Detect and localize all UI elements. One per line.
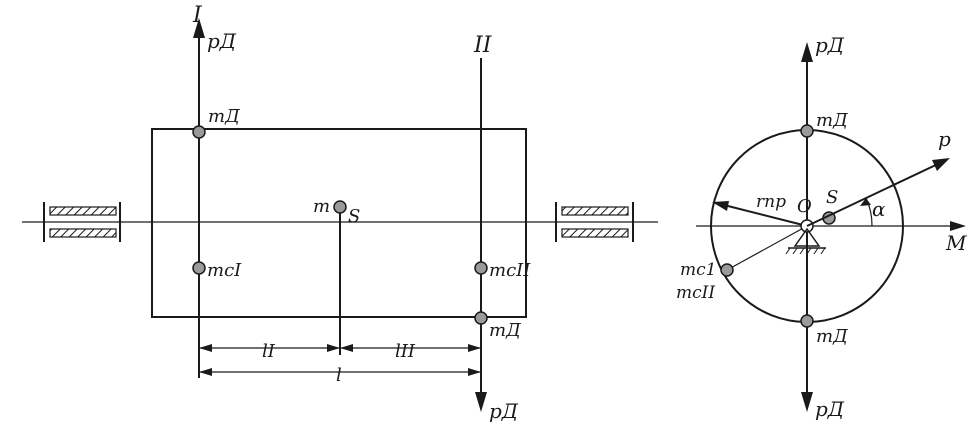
radius-label: rпр xyxy=(756,192,786,212)
mass-cII-marker xyxy=(474,261,488,275)
end-mass-bottom-marker xyxy=(800,314,814,328)
support-icon xyxy=(785,227,826,255)
center-mass-marker xyxy=(333,200,347,214)
mass-bottom-label: mД xyxy=(489,320,521,341)
dim-lII-label: lII xyxy=(395,341,416,362)
arrow-down-icon xyxy=(801,392,813,412)
force-p-arrow-icon xyxy=(932,158,950,171)
origin-label: O xyxy=(797,196,812,217)
arrow-up-icon xyxy=(801,42,813,62)
axis-M-label: M xyxy=(945,231,967,255)
radius-arrow-icon xyxy=(712,201,729,211)
angle-arrow-icon xyxy=(860,198,871,206)
right-bearing xyxy=(555,202,634,242)
end-force-top-label: pД xyxy=(815,33,845,57)
dim-l-label: l xyxy=(336,365,342,386)
end-mass-cII-label: mcII xyxy=(676,283,715,303)
arrow-down-icon xyxy=(475,392,487,412)
force-bottom-label: pД xyxy=(489,399,519,423)
mass-cI-marker xyxy=(192,261,206,275)
end-center-S-label: S xyxy=(826,187,838,208)
arrow-up-icon xyxy=(193,18,205,38)
force-p-label: p xyxy=(938,127,951,151)
center-mass-label: m xyxy=(313,196,330,217)
force-top-label: pД xyxy=(207,29,237,53)
angle-label: α xyxy=(872,197,886,221)
end-view: M pД pД mД mД rпр mc1 mcII O xyxy=(676,33,967,421)
end-mass-top-marker xyxy=(800,124,814,138)
mass-bottom-marker xyxy=(474,311,488,325)
mass-top-label: mД xyxy=(208,106,240,127)
center-S-label: S xyxy=(348,206,360,227)
side-view: I pД II pД mД mcI mcII mД m S xyxy=(22,3,658,423)
mass-cI-label: mcI xyxy=(207,260,242,281)
radius-line xyxy=(719,203,808,227)
plane-I-label: I xyxy=(192,3,203,28)
end-mass-top-label: mД xyxy=(816,110,848,131)
end-force-bottom-label: pД xyxy=(815,397,845,421)
axis-arrow-icon xyxy=(950,221,966,231)
mass-cII-label: mcII xyxy=(489,260,531,281)
end-mass-c1-label: mc1 xyxy=(680,260,716,280)
force-p-line xyxy=(806,162,941,227)
end-mass-bottom-label: mД xyxy=(816,326,848,347)
dim-lI-label: lI xyxy=(262,341,276,362)
mass-c-line xyxy=(726,225,808,271)
left-bearing xyxy=(43,202,121,242)
mass-top-marker xyxy=(192,125,206,139)
plane-II-label: II xyxy=(473,33,493,58)
dimension-lines xyxy=(199,344,481,376)
end-mass-c-marker xyxy=(720,263,734,277)
